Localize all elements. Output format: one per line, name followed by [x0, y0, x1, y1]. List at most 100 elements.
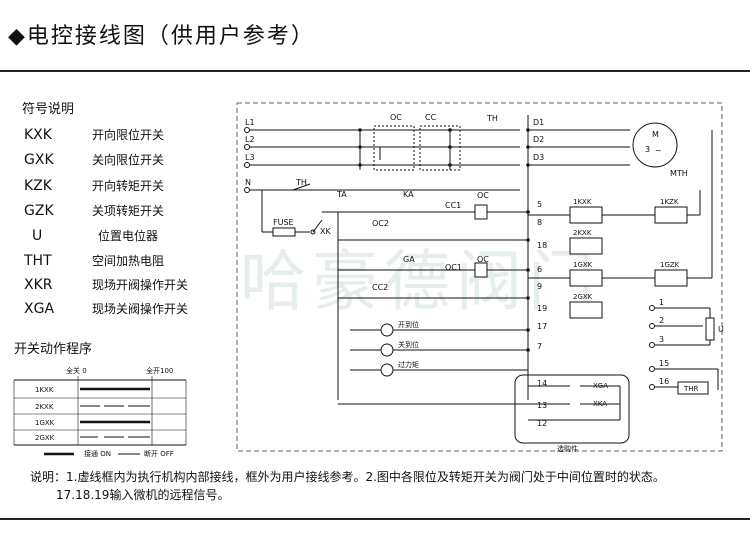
bottom-divider — [0, 518, 750, 520]
label-th: TH — [486, 114, 498, 123]
legend-desc: 位置电位器 — [98, 229, 159, 243]
legend-item: GXK 关向限位开关 — [24, 151, 164, 168]
selector-box — [514, 374, 630, 444]
lamp-close-label: 关到位 — [398, 340, 419, 349]
note-line-2: 17.18.19输入微机的远程信号。 — [56, 488, 230, 502]
legend-code: U — [32, 228, 43, 244]
switch-2gxk: 2GXK — [573, 293, 593, 301]
lamp-open-label: 开到位 — [398, 320, 419, 329]
col-open-label: 全开100 — [146, 366, 173, 375]
motor-phase: 3 — [645, 145, 650, 154]
col-closed-label: 全关 0 — [66, 366, 87, 375]
ga-label: GA — [403, 255, 415, 264]
label-oc: OC — [390, 113, 402, 122]
legend-code: XGA — [24, 301, 55, 317]
terminal-14: 14 — [537, 379, 547, 388]
legend-desc: 开向转矩开关 — [92, 179, 165, 193]
label-l2: L2 — [245, 135, 255, 144]
control-branches — [322, 211, 528, 400]
terminal-8: 8 — [537, 218, 542, 227]
terminal-19: 19 — [537, 304, 547, 313]
legend-code: GZK — [24, 203, 54, 219]
oc1-label: OC1 — [445, 263, 462, 272]
terminal-13: 13 — [537, 401, 547, 410]
terminal-d1: D1 — [533, 118, 544, 127]
legend-code: GXK — [24, 152, 54, 168]
terminal-r15: 15 — [659, 359, 669, 368]
terminal-l3 — [244, 162, 250, 168]
label-l3: L3 — [245, 153, 255, 162]
legend-desc: 关项转矩开关 — [92, 204, 165, 218]
terminal-d3: D3 — [533, 153, 544, 162]
cc2-label: CC2 — [372, 283, 388, 292]
actuator-box — [236, 102, 723, 452]
terminal-17: 17 — [537, 322, 547, 331]
label-th-ctrl: TH — [295, 178, 307, 187]
selector-label: 选购件 — [557, 444, 578, 453]
lamp-over-label: 过力矩 — [398, 360, 419, 369]
xk-label: XK — [320, 227, 331, 236]
heater-thr — [677, 381, 709, 395]
seq-row-label: 2KXK — [35, 403, 54, 411]
terminal-5: 5 — [537, 200, 542, 209]
ka-label: KA — [403, 190, 414, 199]
legend-item: GZK 关项转矩开关 — [24, 202, 164, 219]
thr-label: THR — [683, 385, 699, 393]
terminal-12: 12 — [537, 419, 547, 428]
potentiometer — [705, 317, 715, 341]
switch-1kzk: 1KZK — [660, 198, 679, 206]
terminal-6: 6 — [537, 265, 542, 274]
legend-code: KZK — [24, 178, 52, 194]
legend-desc: 现场开阀操作开关 — [92, 278, 189, 292]
terminal-r3: 3 — [659, 335, 664, 344]
seq-row-label: 1GXK — [35, 419, 55, 427]
mth-label: MTH — [670, 169, 688, 178]
terminal-l2 — [244, 144, 250, 150]
xk-switch — [312, 219, 323, 233]
seq-row-label: 2GXK — [35, 434, 55, 442]
terminal-r2: 2 — [659, 316, 664, 325]
terminal-n — [244, 187, 250, 193]
legend-item: KZK 开向转矩开关 — [24, 177, 164, 194]
motor-label: M — [652, 130, 659, 139]
terminal-r16: 16 — [659, 377, 669, 386]
legend-code: THT — [24, 253, 52, 269]
u-label: U — [718, 325, 724, 334]
power-lines — [247, 129, 520, 191]
sequence-heading: 开关动作程序 — [14, 342, 93, 357]
oc-coil-label: OC — [477, 191, 489, 200]
oc-coil — [474, 204, 488, 220]
note-line-1: 说明：1.虚线框内为执行机构内部接线，框外为用户接线参考。2.图中各限位及转矩开… — [30, 470, 665, 484]
terminal-d2: D2 — [533, 135, 544, 144]
terminal-18: 18 — [537, 241, 547, 250]
legend-heading: 符号说明 — [22, 102, 75, 117]
legend-desc: 关向限位开关 — [92, 153, 165, 167]
seq-off-label: 断开 OFF — [144, 449, 174, 458]
label-n: N — [245, 178, 251, 187]
switch-sequence-chart: 全关 0 全开100 1KXK 2KXK 1GXK 2GXK 接通 ON 断开 … — [13, 366, 187, 458]
legend-item: U 位置电位器 — [24, 227, 158, 244]
label-cc: CC — [425, 113, 437, 122]
main-contactors — [359, 125, 461, 171]
terminal-9: 9 — [537, 282, 542, 291]
cc-coil — [474, 262, 488, 278]
ta-label: TA — [336, 190, 347, 199]
switch-1gxk: 1GXK — [573, 261, 593, 269]
switch-1gzk: 1GZK — [660, 261, 680, 269]
right-terminals — [649, 305, 655, 390]
switch-1kxk: 1KXK — [573, 198, 592, 206]
terminal-7: 7 — [537, 342, 542, 351]
cc1-label: CC1 — [445, 201, 461, 210]
label-l1: L1 — [245, 118, 255, 127]
indicator-lamps — [380, 323, 394, 377]
motor-symbol: ~ — [655, 146, 662, 155]
fuse-label: FUSE — [273, 218, 294, 227]
switch-2kxk: 2KXK — [573, 229, 592, 237]
cc-coil-label: OC — [477, 255, 489, 264]
legend-desc: 开向限位开关 — [92, 128, 165, 142]
fuse — [272, 227, 296, 237]
th-contact — [292, 183, 311, 191]
legend-desc: 空间加热电阻 — [92, 254, 165, 268]
